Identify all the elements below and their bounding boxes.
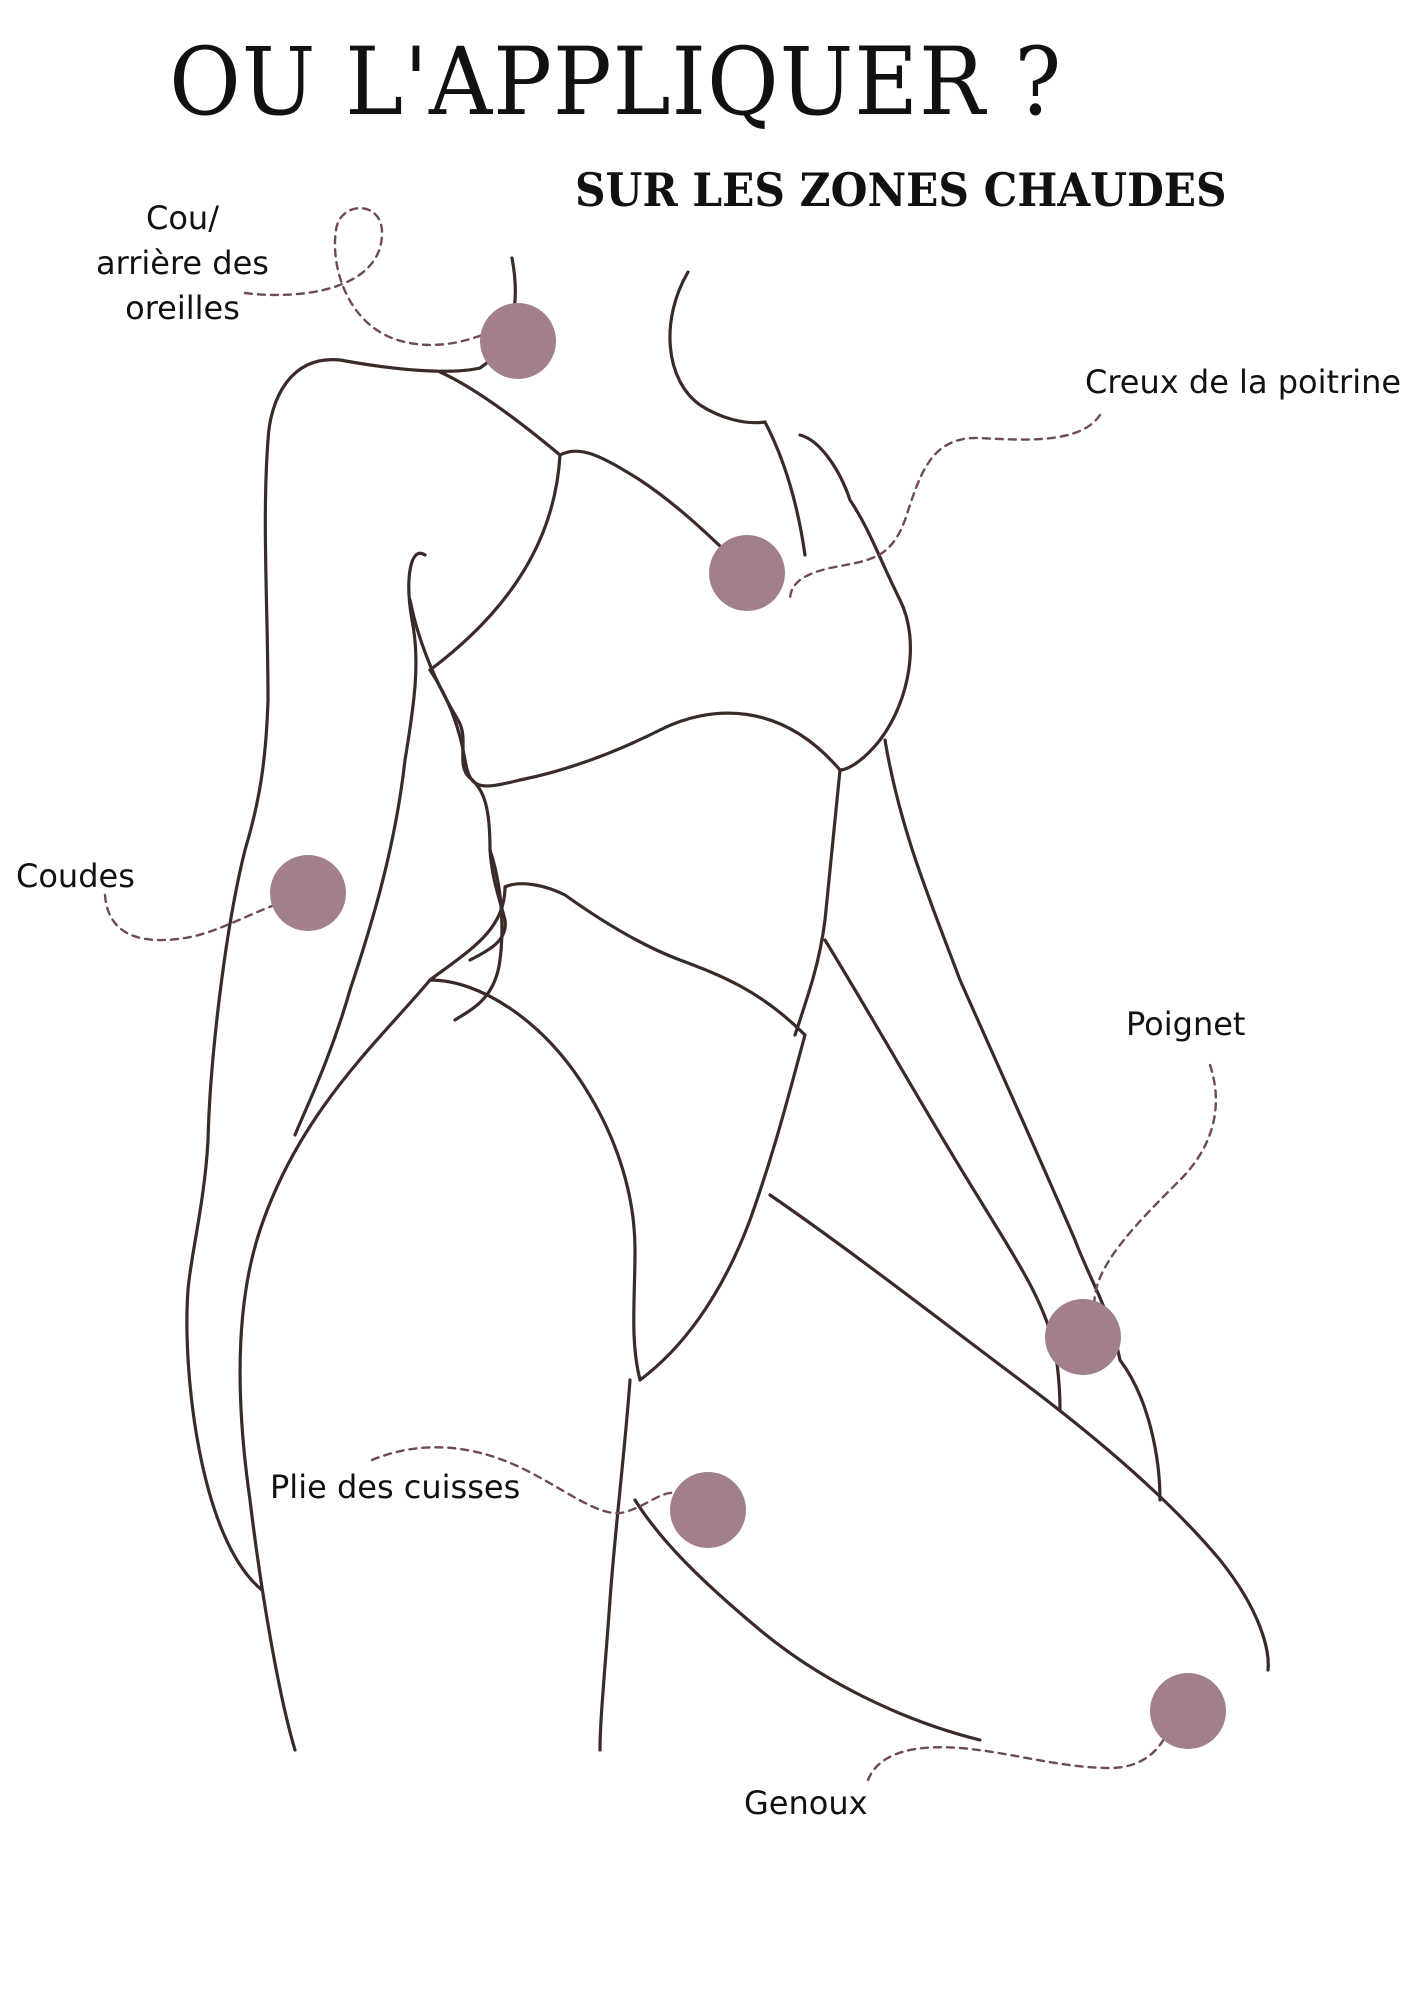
spot-elbows: [270, 855, 346, 931]
spot-knees: [1150, 1673, 1226, 1749]
leader-lines: [103, 206, 1218, 1782]
body-outline: [185, 256, 1270, 1752]
label-elbows: Coudes: [16, 857, 135, 895]
label-thighs: Plie des cuisses: [270, 1468, 521, 1506]
label-knees: Genoux: [744, 1784, 868, 1822]
hot-spots: [270, 303, 1226, 1749]
label-wrist: Poignet: [1126, 1005, 1246, 1043]
spot-chest: [709, 535, 785, 611]
spot-neck: [480, 303, 556, 379]
label-neck-line2: arrière des: [96, 244, 269, 282]
label-neck-line1: Cou/: [146, 199, 219, 237]
label-neck: Cou/ arrière des oreilles: [90, 196, 275, 331]
spot-thighs: [670, 1472, 746, 1548]
leader-neck: [243, 206, 492, 347]
leader-chest: [788, 413, 1102, 602]
label-neck-line3: oreilles: [125, 289, 240, 327]
leader-thighs: [370, 1446, 682, 1515]
leader-knees: [866, 1728, 1170, 1782]
leader-wrist: [1092, 1063, 1218, 1342]
page-title: OU L'APPLIQUER ?: [169, 28, 1063, 137]
page-subtitle: SUR LES ZONES CHAUDES: [575, 163, 1227, 217]
spot-wrist: [1045, 1299, 1121, 1375]
label-chest: Creux de la poitrine: [1085, 363, 1402, 401]
